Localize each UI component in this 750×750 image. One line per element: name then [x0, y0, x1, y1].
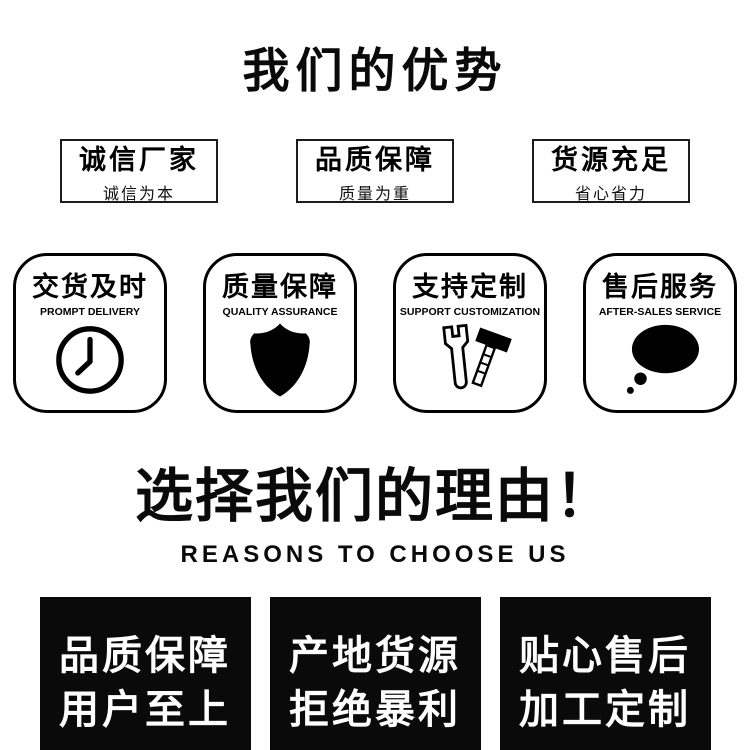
badge-title: 支持定制 — [412, 272, 528, 302]
reason-box-aftersales-custom: 贴心售后 加工定制 — [499, 597, 711, 750]
clock-icon — [52, 318, 128, 410]
badge-support-customization: 支持定制 SUPPORT CUSTOMIZATION — [393, 253, 547, 413]
badge-subtitle: SUPPORT CUSTOMIZATION — [399, 306, 541, 318]
wrench-hammer-icon — [426, 318, 514, 410]
badge-row: 交货及时 PROMPT DELIVERY 质量保障 QUALITY ASSURA… — [0, 253, 750, 413]
badge-after-sales-service: 售后服务 AFTER-SALES SERVICE — [583, 253, 737, 413]
feature-box-subtitle: 诚信为本 — [102, 186, 175, 203]
reason-box-line: 拒绝暴利 — [289, 687, 461, 732]
badge-prompt-delivery: 交货及时 PROMPT DELIVERY — [13, 253, 167, 413]
badge-title: 交货及时 — [32, 272, 148, 302]
promo-page: 我们的优势 诚信厂家 诚信为本 品质保障 质量为重 货源充足 省心省力 交货及时… — [0, 32, 750, 750]
feature-box-honest-manufacturer: 诚信厂家 诚信为本 — [60, 139, 218, 203]
badge-subtitle: PROMPT DELIVERY — [40, 306, 140, 318]
feature-box-row: 诚信厂家 诚信为本 品质保障 质量为重 货源充足 省心省力 — [0, 139, 750, 203]
feature-box-title: 品质保障 — [315, 145, 435, 175]
badge-subtitle: AFTER-SALES SERVICE — [598, 306, 722, 318]
reason-box-source-profit: 产地货源 拒绝暴利 — [269, 597, 481, 750]
reasons-title: 选择我们的理由！ — [134, 464, 615, 529]
reason-box-line: 品质保障 — [59, 633, 231, 678]
reason-box-line: 贴心售后 — [519, 633, 691, 678]
feature-box-subtitle: 质量为重 — [338, 186, 411, 203]
reasons-subtitle: REASONS TO CHOOSE US — [180, 541, 570, 568]
shield-icon — [242, 318, 318, 410]
badge-title: 售后服务 — [602, 272, 718, 302]
feature-box-subtitle: 省心省力 — [574, 186, 647, 203]
reason-box-line: 加工定制 — [519, 687, 691, 732]
reason-box-row: 品质保障 用户至上 产地货源 拒绝暴利 贴心售后 加工定制 — [0, 597, 750, 750]
reason-box-line: 用户至上 — [59, 687, 231, 732]
badge-title: 质量保障 — [222, 272, 338, 302]
reason-box-line: 产地货源 — [289, 633, 461, 678]
feature-box-quality-assurance: 品质保障 质量为重 — [296, 139, 454, 203]
badge-quality-assurance: 质量保障 QUALITY ASSURANCE — [203, 253, 357, 413]
reason-box-quality-users: 品质保障 用户至上 — [39, 597, 251, 750]
feature-box-title: 诚信厂家 — [79, 145, 199, 175]
badge-subtitle: QUALITY ASSURANCE — [222, 306, 338, 318]
feature-box-title: 货源充足 — [551, 145, 671, 175]
page-title: 我们的优势 — [242, 44, 508, 97]
speech-bubble-icon — [616, 318, 704, 410]
feature-box-ample-supply: 货源充足 省心省力 — [532, 139, 690, 203]
